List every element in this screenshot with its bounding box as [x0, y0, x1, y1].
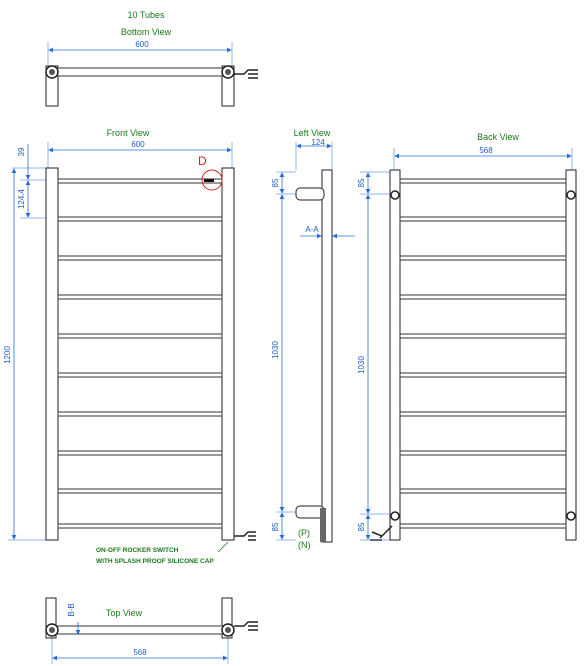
bottom-view-title: Bottom View	[121, 27, 172, 37]
front-tube-9	[57, 488, 223, 494]
section-bb-label: B-B	[67, 603, 76, 616]
back-top-bracket-value: 85	[357, 178, 366, 187]
phase-p-label: (P)	[298, 528, 310, 538]
front-tube-10	[57, 523, 223, 529]
back-left-rail	[389, 169, 401, 541]
back-right-rail	[565, 169, 577, 541]
front-tube-2	[57, 216, 223, 222]
front-switch-slot	[204, 179, 214, 182]
back-plug-icon	[370, 525, 393, 541]
left-center-value: 1030	[271, 341, 280, 359]
top-left-cap-core-icon	[49, 627, 55, 633]
top-view: Top View B-B 568	[45, 597, 258, 664]
section-aa-label: A-A	[305, 225, 319, 234]
left-side-rail	[321, 169, 333, 543]
front-tube-7	[57, 411, 223, 417]
front-view-title: Front View	[107, 128, 150, 138]
back-view: Back View 568 85 1030 85	[357, 132, 577, 541]
front-left-rail	[45, 167, 59, 541]
bottom-left-cap-core-icon	[49, 69, 55, 75]
detail-d-circle	[201, 169, 223, 191]
switch-note-line1: ON-OFF ROCKER SWITCH	[96, 547, 179, 554]
bottom-tube	[51, 67, 229, 77]
top-view-title: Top View	[106, 608, 143, 618]
back-center-value: 1030	[357, 356, 366, 374]
top-left-rail	[45, 597, 57, 639]
back-tube-3	[399, 255, 567, 261]
top-width-value: 568	[133, 648, 147, 657]
back-bottom-bracket-value: 85	[357, 522, 366, 531]
bottom-right-cap-core-icon	[225, 69, 231, 75]
left-view: Left View 124 A-A 85 1030 85 (P) (N)	[271, 128, 355, 550]
left-view-title: Left View	[294, 128, 331, 138]
front-plug-icon	[234, 531, 256, 541]
back-tube-7	[399, 411, 567, 417]
left-plug-body	[320, 508, 326, 542]
back-view-title: Back View	[477, 132, 519, 142]
left-depth-value: 124	[311, 138, 325, 147]
back-top-right-bolt-icon	[566, 190, 576, 200]
front-view: Front View 600 39 124.4 1200 D	[3, 128, 256, 565]
front-pitch-value: 124.4	[17, 188, 26, 209]
front-tube-1	[57, 178, 223, 184]
front-tube-6	[57, 372, 223, 378]
tubes-count-label: 10 Tubes	[127, 10, 165, 20]
front-width-value: 600	[131, 140, 145, 149]
back-tube-9	[399, 488, 567, 494]
back-tube-6	[399, 372, 567, 378]
bottom-view: 10 Tubes Bottom View 600	[45, 10, 258, 107]
back-bottom-right-bolt-icon	[566, 511, 576, 521]
back-top-left-bolt-icon	[390, 190, 400, 200]
switch-note-leader	[217, 541, 229, 553]
bottom-plug-icon	[234, 69, 258, 79]
front-height-value: 1200	[3, 346, 12, 364]
left-bottom-bracket-value: 85	[271, 522, 280, 531]
front-tube-4	[57, 294, 223, 300]
back-tube-4	[399, 294, 567, 300]
front-right-rail	[221, 167, 235, 541]
left-bottom-bracket	[295, 505, 325, 519]
back-bottom-left-bolt-icon	[390, 511, 400, 521]
front-tube-3	[57, 255, 223, 261]
detail-d-marker: D	[198, 154, 207, 168]
top-plug-icon	[234, 621, 258, 631]
front-tube-8	[57, 450, 223, 456]
back-tube-5	[399, 333, 567, 339]
top-right-rail	[221, 597, 233, 639]
front-tube-5	[57, 333, 223, 339]
back-tube-2	[399, 216, 567, 222]
left-top-bracket	[295, 187, 325, 201]
switch-note-line2: WITH SPLASH PROOF SILICONE CAP	[96, 558, 214, 565]
neutral-n-label: (N)	[298, 540, 311, 550]
back-width-value: 568	[479, 146, 493, 155]
back-tube-1	[399, 178, 567, 184]
left-top-bracket-value: 85	[271, 178, 280, 187]
back-tube-8	[399, 450, 567, 456]
bottom-width-value: 600	[135, 40, 149, 49]
back-tube-10	[399, 523, 567, 529]
front-top-offset-value: 39	[17, 147, 26, 156]
top-right-cap-core-icon	[225, 627, 231, 633]
